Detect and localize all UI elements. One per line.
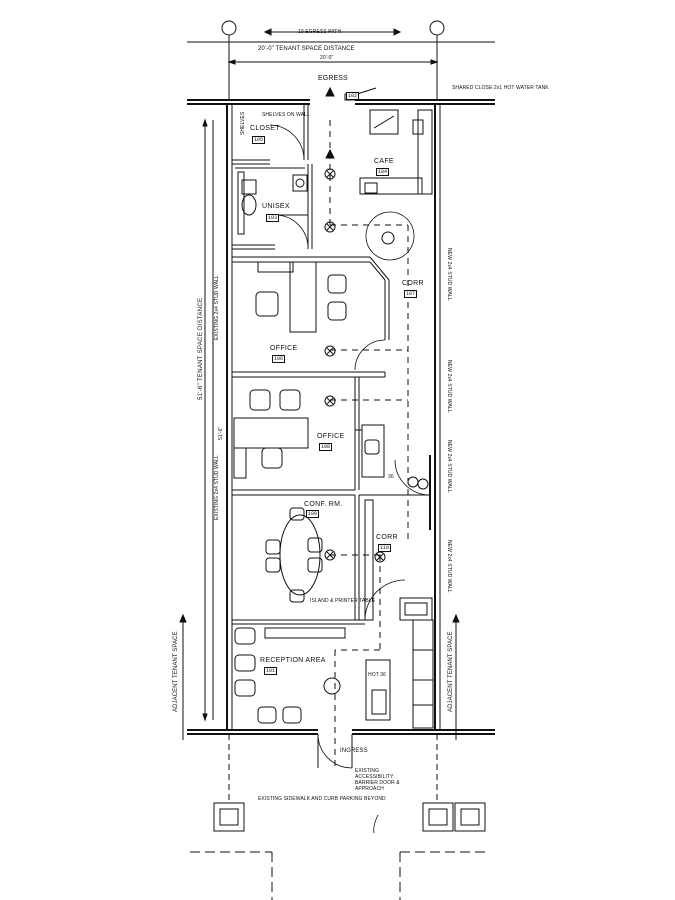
egress-number: 102	[346, 92, 360, 100]
office-middle-number: 108	[319, 443, 333, 451]
adjacent-left-note: ADJACENT TENANT SPACE	[173, 631, 179, 712]
tenant-width-sub-label: 20'-0"	[320, 55, 334, 61]
shelves-note-2: SHELVES	[240, 111, 246, 135]
cafe-number: 104	[376, 168, 390, 176]
existing-sidewalk-note: EXISTING SIDEWALK AND CURB PARKING BEYON…	[258, 796, 386, 802]
unisex-number: 103	[266, 214, 280, 222]
counter-note: HOT 36	[368, 672, 387, 678]
wall-note-left-2: EXISTING 2x4 STUD WALL	[214, 455, 220, 520]
cabinet-note: ISLAND & PRINTER TABLE	[310, 598, 376, 604]
corr-lower-number: 110	[378, 544, 392, 552]
corr-lower-label: CORR	[376, 534, 398, 541]
tenant-depth-label: 51'-6" TENANT SPACE DISTANCE	[196, 298, 206, 400]
wall-note-right-3: NEW 2x4 STUD WALL	[446, 440, 452, 493]
tenant-depth-sub-label: 51'-6"	[218, 426, 224, 440]
shelves-note: SHELVES ON WALL	[262, 112, 310, 118]
wall-note-left-1: EXISTING 2x4 STUD WALL	[214, 275, 220, 340]
conf-rm-label: CONF. RM.	[304, 501, 343, 508]
column-pad-left	[213, 802, 245, 832]
corr-upper-number: 107	[404, 290, 418, 298]
closet-label: CLOSET	[250, 125, 280, 132]
adjacent-right-note: ADJACENT TENANT SPACE	[448, 631, 454, 712]
cafe-label: CAFE	[374, 158, 394, 165]
existing-access-note: EXISTING ACCESSIBILITY BARRIER DOOR & AP…	[355, 768, 400, 792]
shared-close-note: SHARED CLOSE 2x1 HOT WATER TANK	[452, 85, 549, 91]
grid-bubble-top-left	[221, 20, 237, 36]
egress-label: EGRESS	[318, 75, 348, 82]
door-tag: 36	[388, 474, 394, 480]
grid-bubble-top-right	[429, 20, 445, 36]
wall-note-right-2: NEW 2x4 STUD WALL	[446, 360, 452, 413]
egress-top-label: 10 EGRESS PATH	[298, 29, 342, 35]
reception-label: RECEPTION AREA	[260, 657, 326, 664]
conf-rm-number: 109	[306, 510, 320, 518]
wall-note-right-1: NEW 2x4 STUD WALL	[446, 248, 452, 301]
column-pad-right-1	[422, 802, 454, 832]
closet-number: 105	[252, 136, 266, 144]
tenant-depth-text: 51'-6" TENANT SPACE DISTANCE	[198, 297, 204, 400]
ingress-label: INGRESS	[340, 748, 368, 754]
office-middle-label: OFFICE	[317, 433, 345, 440]
reception-number: 101	[264, 667, 278, 675]
unisex-label: UNISEX	[262, 203, 290, 210]
corr-upper-label: CORR	[402, 280, 424, 287]
office-upper-number: 106	[272, 355, 286, 363]
tenant-width-label: 20'-0" TENANT SPACE DISTANCE	[258, 46, 355, 52]
wall-note-right-4: NEW 2x4 STUD WALL	[446, 540, 452, 593]
column-pad-right-2	[454, 802, 486, 832]
office-upper-label: OFFICE	[270, 345, 298, 352]
